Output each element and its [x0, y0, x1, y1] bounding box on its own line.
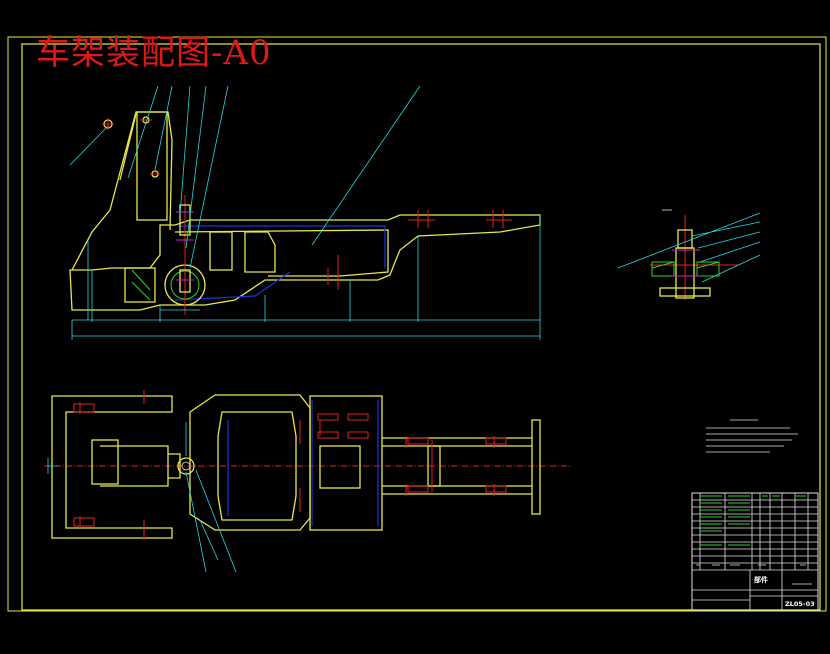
inner-border [21, 43, 821, 611]
side-view [69, 85, 541, 340]
outer-border [7, 36, 827, 612]
plan-view [44, 390, 572, 573]
part-name-label: 部件 [754, 575, 768, 584]
drawing-number: ZL05-03 [785, 600, 815, 608]
detail-view [617, 209, 761, 300]
drawing-title: 车架装配图-A0 [36, 33, 272, 73]
title-block [691, 492, 819, 611]
technical-notes [706, 419, 798, 453]
